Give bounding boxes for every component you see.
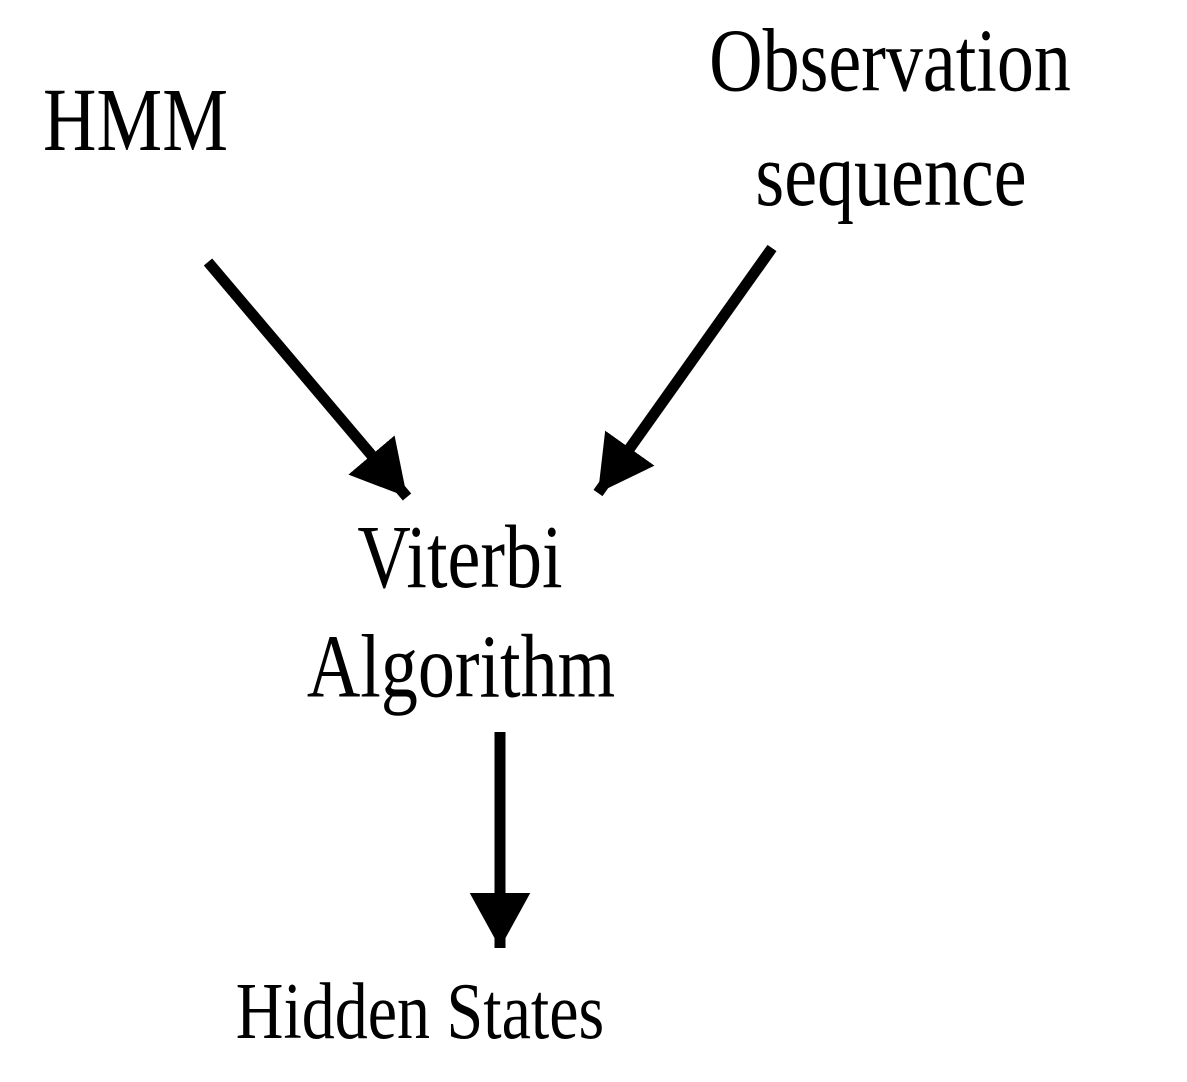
node-viterbi-algorithm-label-line1: Viterbi [357,506,562,607]
edge-observation-to-viterbi [593,244,777,497]
node-observation-sequence-label-line1: Observation [709,9,1071,110]
node-hidden-states-label: Hidden States [236,966,604,1056]
node-viterbi-algorithm-label-line2: Algorithm [307,616,615,717]
edge-hmm-to-viterbi [203,258,412,501]
node-observation-sequence-label-line2: sequence [755,124,1026,225]
node-hmm-label: HMM [43,69,228,170]
